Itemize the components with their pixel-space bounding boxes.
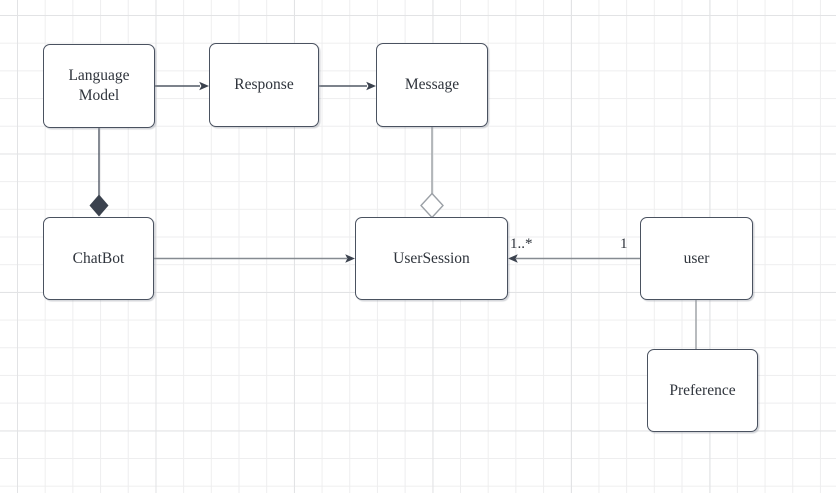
edge-languagemodel-response[interactable]	[155, 81, 209, 91]
node-usersession[interactable]: UserSession	[355, 217, 508, 300]
node-chatbot[interactable]: ChatBot	[43, 217, 154, 300]
composition-diamond-icon	[89, 194, 109, 217]
edge-languagemodel-chatbot-composition[interactable]	[89, 128, 109, 217]
node-label: ChatBot	[72, 249, 125, 267]
aggregation-diamond-icon	[420, 192, 444, 219]
arrowhead-icon	[366, 81, 376, 91]
node-user[interactable]: user	[640, 217, 753, 300]
edge-chatbot-usersession[interactable]	[154, 254, 355, 263]
node-label: Language Model	[68, 67, 130, 104]
node-response[interactable]: Response	[209, 43, 319, 127]
node-preference[interactable]: Preference	[647, 349, 758, 432]
node-label: Message	[404, 76, 460, 94]
edge-user-usersession[interactable]	[508, 254, 640, 263]
multiplicity-label-many: 1..*	[510, 236, 533, 252]
edge-message-usersession-aggregation[interactable]	[420, 127, 444, 219]
node-label: user	[683, 249, 710, 267]
node-label: UserSession	[393, 249, 470, 267]
node-language-model[interactable]: Language Model	[43, 44, 155, 128]
node-label: Response	[234, 76, 294, 94]
arrowhead-icon	[345, 254, 355, 263]
node-label: Preference	[669, 381, 736, 399]
multiplicity-label-one: 1	[620, 236, 628, 252]
arrowhead-icon	[199, 81, 209, 91]
node-message[interactable]: Message	[376, 43, 488, 127]
edge-response-message[interactable]	[319, 81, 376, 91]
arrowhead-icon	[508, 254, 518, 263]
